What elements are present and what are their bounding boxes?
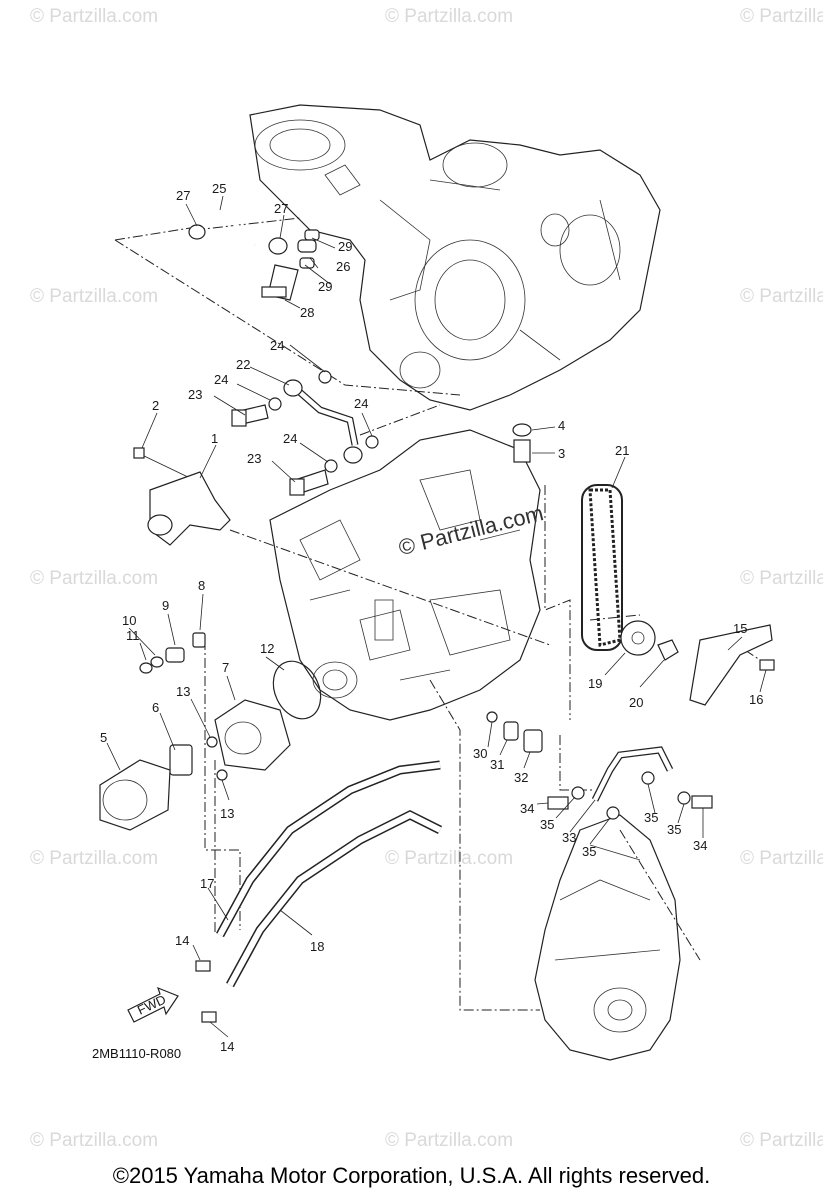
watermark: © Partzilla.com: [385, 6, 513, 27]
callout-6: 6: [152, 700, 159, 715]
callout-27-a: 27: [176, 188, 190, 203]
callout-35-c: 35: [644, 810, 658, 825]
watermark: © Partzilla.com: [385, 848, 513, 869]
callout-35-b: 35: [582, 844, 596, 859]
callout-25: 25: [212, 181, 226, 196]
callout-10: 10: [122, 613, 136, 628]
callout-32: 32: [514, 770, 528, 785]
callout-23-a: 23: [188, 387, 202, 402]
callout-16: 16: [749, 692, 763, 707]
callout-3: 3: [558, 446, 565, 461]
callout-35-a: 35: [540, 817, 554, 832]
watermark-layer: © Partzilla.com © Partzilla.com © Partzi…: [30, 6, 823, 1151]
callout-2: 2: [152, 398, 159, 413]
copyright-footer: ©2015 Yamaha Motor Corporation, U.S.A. A…: [112, 1163, 711, 1188]
callout-14-a: 14: [175, 933, 189, 948]
callout-13-a: 13: [176, 684, 190, 699]
callout-18: 18: [310, 939, 324, 954]
callout-13-b: 13: [220, 806, 234, 821]
callout-4: 4: [558, 418, 565, 433]
callout-9: 9: [162, 598, 169, 613]
callout-30: 30: [473, 746, 487, 761]
callout-8: 8: [198, 578, 205, 593]
callout-21: 21: [615, 443, 629, 458]
callout-12: 12: [260, 641, 274, 656]
watermark: © Partzilla.com: [385, 1130, 513, 1151]
callout-23-b: 23: [247, 451, 261, 466]
watermark: © Partzilla.com: [740, 286, 823, 307]
crankcase-cover: [534, 814, 681, 1061]
callout-19: 19: [588, 676, 602, 691]
diagram-code: 2MB1110-R080: [92, 1046, 182, 1061]
assembly-lines: [114, 217, 761, 1011]
upper-crankcase: [249, 104, 661, 411]
callout-labels: 27 25 27 29 26 29 28 24 22 24 23 24 24 2…: [100, 181, 763, 1054]
callout-1: 1: [211, 431, 218, 446]
watermark: © Partzilla.com: [740, 6, 823, 27]
callout-24-a: 24: [270, 338, 284, 353]
watermark: © Partzilla.com: [740, 848, 823, 869]
callout-14-b: 14: [220, 1039, 234, 1054]
callout-29-a: 29: [338, 239, 352, 254]
callout-5: 5: [100, 730, 107, 745]
watermark: © Partzilla.com: [30, 286, 158, 307]
callout-24-c: 24: [354, 396, 368, 411]
callout-28: 28: [300, 305, 314, 320]
callout-34-b: 34: [693, 838, 707, 853]
callout-31: 31: [490, 757, 504, 772]
callout-22: 22: [236, 357, 250, 372]
callout-7: 7: [222, 660, 229, 675]
leader-lines: [106, 195, 767, 1038]
callout-29-b: 29: [318, 279, 332, 294]
watermark: © Partzilla.com: [30, 848, 158, 869]
lower-crankcase: [269, 429, 541, 721]
watermark: © Partzilla.com: [30, 6, 158, 27]
callout-24-d: 24: [283, 431, 297, 446]
callout-15: 15: [733, 621, 747, 636]
callout-33: 33: [562, 830, 576, 845]
watermark: © Partzilla.com: [30, 568, 158, 589]
fwd-arrow-icon: FWD: [127, 986, 179, 1023]
component-shapes: [99, 212, 775, 1023]
callout-11: 11: [126, 628, 140, 643]
callout-17: 17: [200, 876, 214, 891]
watermark: © Partzilla.com: [740, 1130, 823, 1151]
watermark: © Partzilla.com: [740, 568, 823, 589]
callout-24-b: 24: [214, 372, 228, 387]
callout-26: 26: [336, 259, 350, 274]
callout-35-d: 35: [667, 822, 681, 837]
watermark: © Partzilla.com: [30, 1130, 158, 1151]
callout-27-b: 27: [274, 201, 288, 216]
callout-20: 20: [629, 695, 643, 710]
callout-34-a: 34: [520, 801, 534, 816]
